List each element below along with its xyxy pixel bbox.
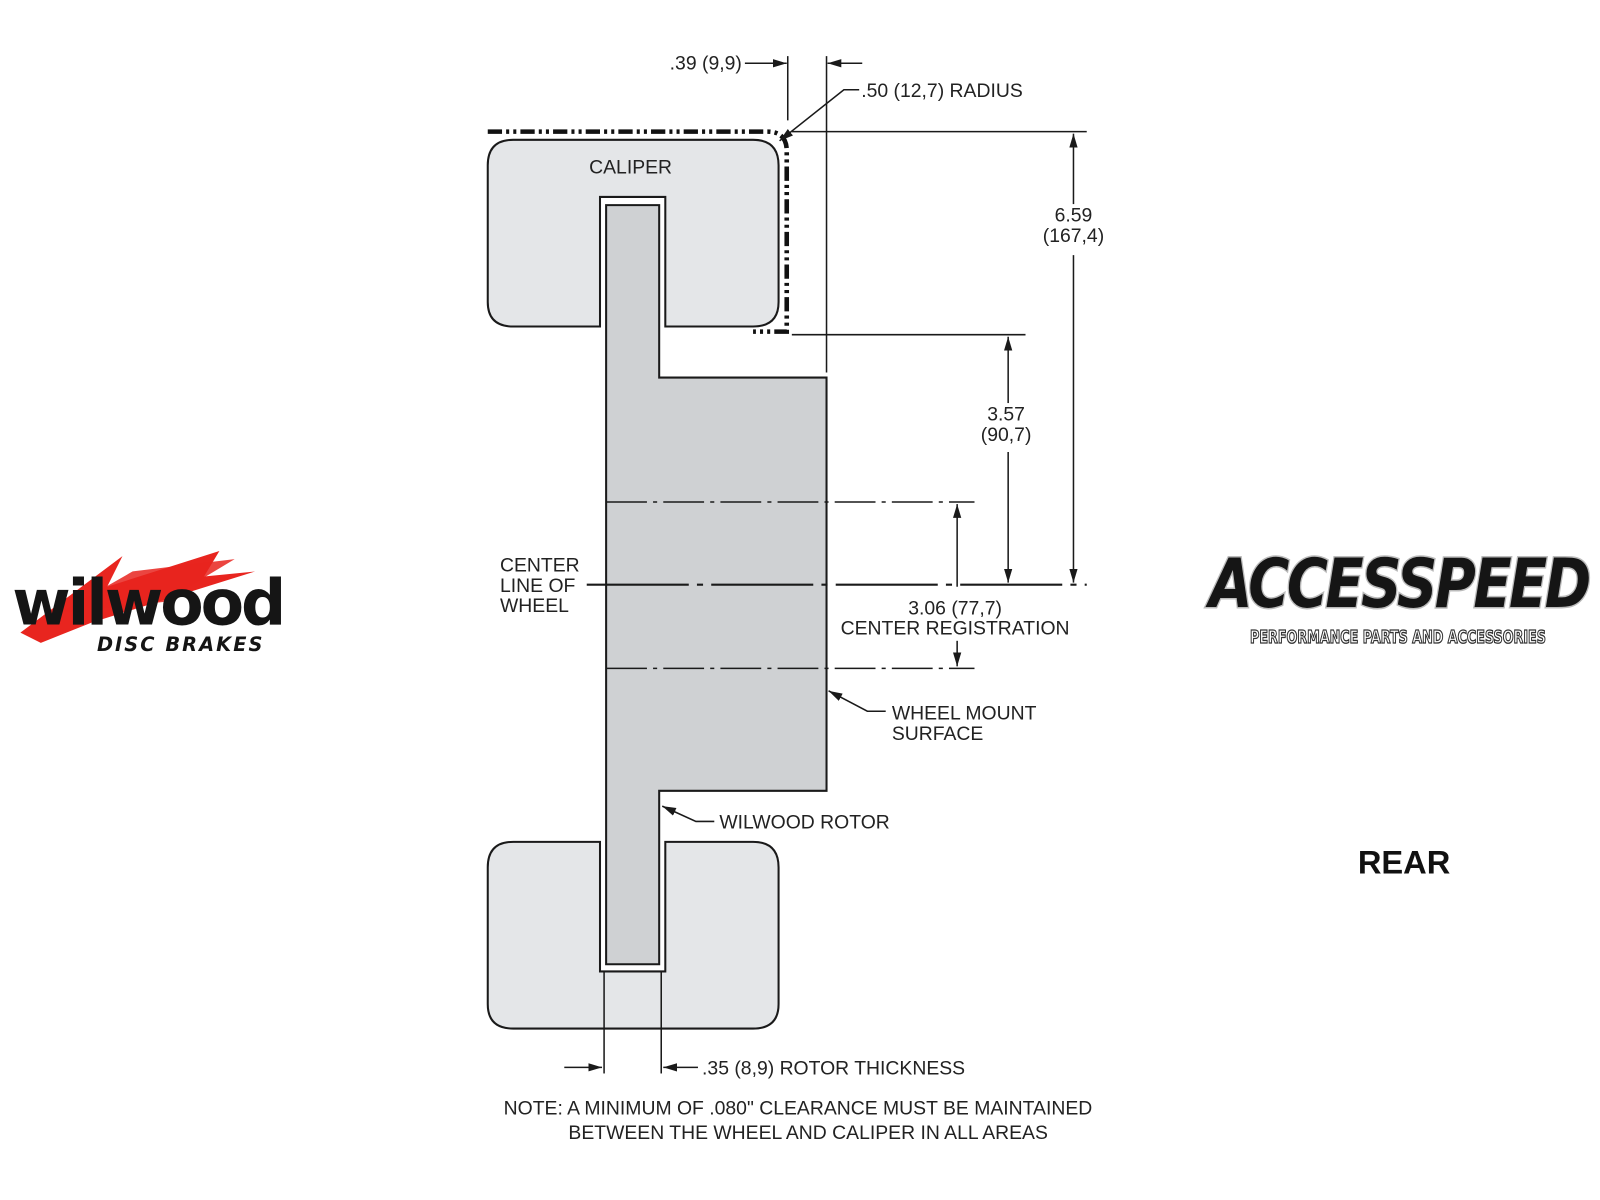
position-label: REAR [1358, 843, 1451, 880]
radius-dimension: .50 (12,7) RADIUS [861, 80, 1023, 102]
center-line-label-2: LINE OF [500, 575, 576, 597]
accesspeed-tagline: PERFORMANCE PARTS AND ACCESSORIES [1250, 628, 1546, 648]
wilwood-tagline: DISC BRAKES [97, 633, 265, 656]
center-line-label-3: WHEEL [500, 595, 569, 617]
upper-caliper [486, 138, 780, 328]
clearance-note-line-2: BETWEEN THE WHEEL AND CALIPER IN ALL ARE… [568, 1122, 1048, 1144]
caliper-label: CALIPER [589, 156, 672, 178]
wheel-mount-label-1: WHEEL MOUNT [892, 702, 1037, 724]
gap-dimension: .39 (9,9) [670, 52, 742, 74]
total-height-mm: (167,4) [1043, 225, 1104, 247]
wheel-mount-label-2: SURFACE [892, 723, 984, 745]
wilwood-wordmark: wilwood [12, 565, 283, 639]
accesspeed-logo: ACCESSPEED PERFORMANCE PARTS AND ACCESSO… [1203, 543, 1593, 649]
total-height-in: 6.59 [1055, 204, 1093, 226]
upper-height-in: 3.57 [987, 403, 1025, 425]
rotor-label: WILWOOD ROTOR [719, 812, 889, 834]
upper-height-mm: (90,7) [981, 424, 1032, 446]
rotor-thickness-dimension: .35 (8,9) ROTOR THICKNESS [702, 1057, 965, 1079]
accesspeed-wordmark: ACCESSPEED [1205, 544, 1589, 623]
center-registration-value: 3.06 (77,7) [908, 597, 1002, 619]
wilwood-logo: wilwood DISC BRAKES [12, 551, 286, 656]
radius-leader [779, 89, 860, 142]
center-registration-label: CENTER REGISTRATION [841, 618, 1070, 640]
center-line-label-1: CENTER [500, 554, 580, 576]
lower-caliper [486, 840, 780, 1030]
clearance-note-line-1: NOTE: A MINIMUM OF .080" CLEARANCE MUST … [504, 1097, 1093, 1119]
